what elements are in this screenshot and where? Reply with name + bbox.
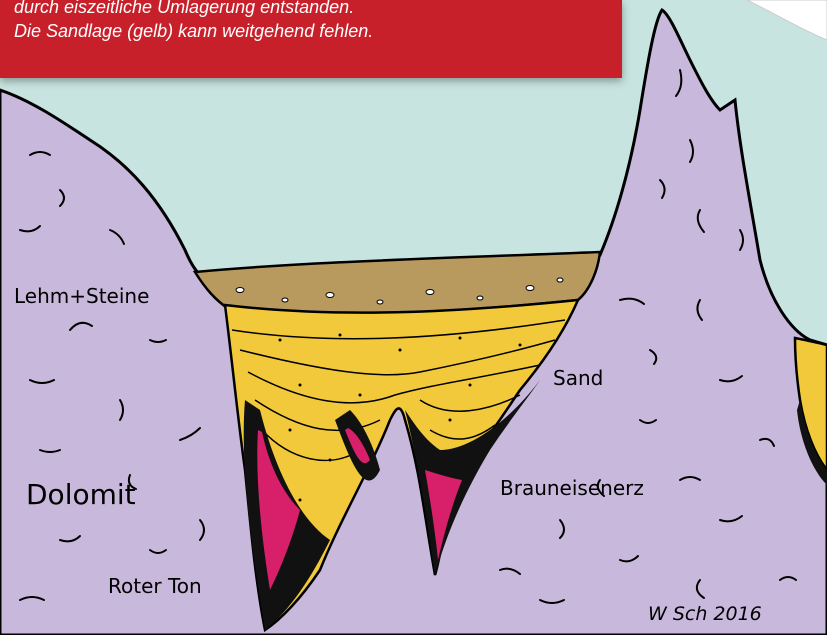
signature: W Sch 2016 [648,603,762,625]
caption-banner: durch eiszeitliche Umlagerung entstanden… [0,0,622,78]
label-brauneisenerz: Brauneisenerz [500,476,644,500]
label-lehm-steine: Lehm+Steine [14,284,149,308]
label-dolomit: Dolomit [26,478,136,511]
page-corner-curl [747,0,827,50]
caption-line-2: Die Sandlage (gelb) kann weitgehend fehl… [14,20,373,42]
caption-line-1: durch eiszeitliche Umlagerung entstanden… [14,0,354,18]
label-sand: Sand [553,366,603,390]
label-roter-ton: Roter Ton [108,574,202,598]
